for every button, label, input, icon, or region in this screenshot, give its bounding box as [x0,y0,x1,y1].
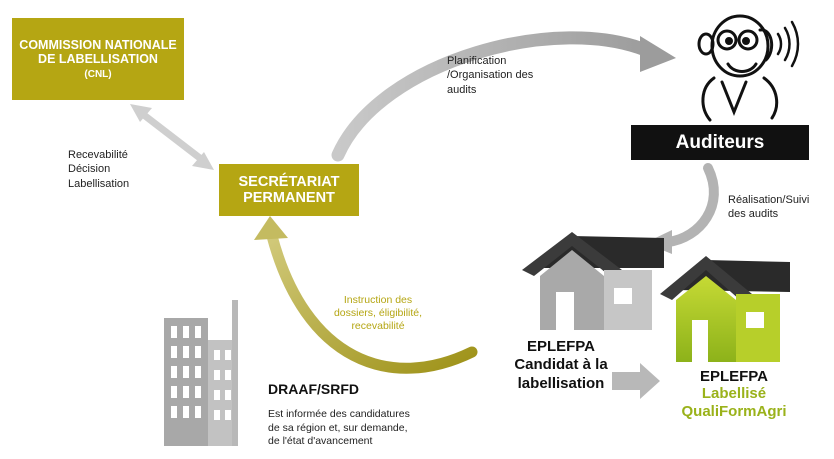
draaf-title: DRAAF/SRFD [268,381,359,397]
instruction-arc-arrow [254,216,478,374]
labellise-title: EPLEFPA [699,368,769,385]
labellise-block: EPLEFPA Labellisé QualiFormAgri [664,368,804,421]
cnl-abbr: (CNL) [84,68,112,80]
house-gray-icon [522,232,664,330]
house-green-icon [660,256,790,362]
secretariat-box: SECRÉTARIAT PERMANENT [219,164,359,216]
cnl-box: COMMISSION NATIONALE DE LABELLISATION (C… [12,18,184,100]
planification-note: Planification /Organisation des audits [447,55,534,96]
draaf-text: Est informée des candidatures de sa régi… [268,408,410,448]
candidat-title: EPLEFPA Candidat à la labellisation [514,338,608,392]
cnl-secretariat-double-arrow [130,104,214,170]
secretariat-title: SECRÉTARIAT PERMANENT [238,173,340,206]
instruction-note: Instruction des dossiers, éligibilité, r… [333,294,423,333]
auditor-monkey-icon [697,14,779,122]
planning-arc-arrow [331,31,676,162]
auditeurs-box: Auditeurs [631,125,809,160]
realisation-note: Réalisation/Suivi des audits [728,194,810,221]
cnl-secretariat-note: Recevabilité Décision Labellisation [68,149,130,190]
sound-waves-icon [776,20,800,68]
auditeurs-title: Auditeurs [675,131,765,153]
labellise-line3: QualiFormAgri [681,403,787,420]
labellise-line2: Labellisé [701,385,767,402]
candidat-to-labellise-arrow [612,363,660,399]
building-icon [164,300,238,446]
cnl-title: COMMISSION NATIONALE DE LABELLISATION [19,37,177,66]
